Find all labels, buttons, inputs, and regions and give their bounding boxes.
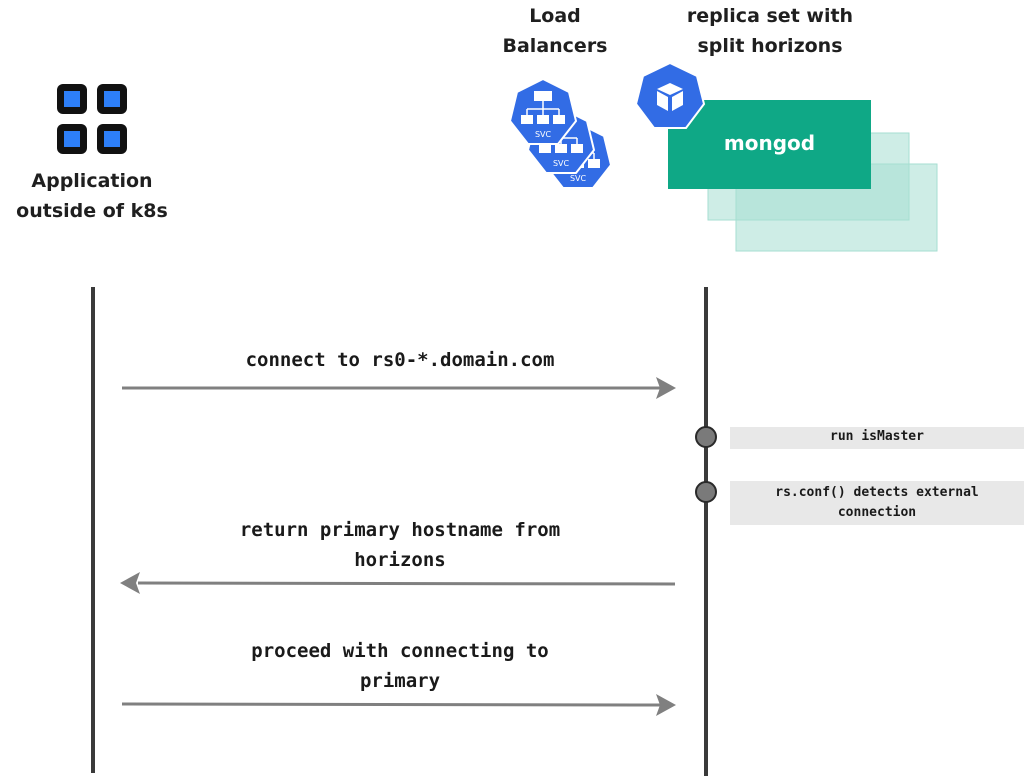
app-grid-icon [57, 84, 127, 154]
load-balancer-icon-1 [509, 78, 577, 145]
message-label-1: connect to rs0-*.domain.com [245, 349, 555, 371]
message-arrow-2 [120, 572, 676, 594]
message-label-3: proceed with connecting to primary [251, 640, 549, 692]
event-dot-1 [695, 426, 717, 448]
application-title: Application outside of k8s [16, 170, 168, 222]
mongod-primary-node [668, 100, 871, 189]
event-dot-2 [695, 481, 717, 503]
message-label-2: return primary hostname from horizons [239, 519, 561, 571]
message-arrow-3 [121, 694, 676, 716]
message-arrow-1 [122, 377, 676, 399]
k8s-pod-icon [634, 61, 706, 129]
note-rsconf-detects: rs.conf() detects external connection [730, 481, 1024, 525]
load-balancers-title: Load Balancers [502, 5, 608, 57]
note-run-ismaster: run isMaster [730, 427, 1024, 449]
replica-set-title: replica set with split horizons [686, 5, 854, 57]
mongod-label: mongod [723, 131, 816, 155]
